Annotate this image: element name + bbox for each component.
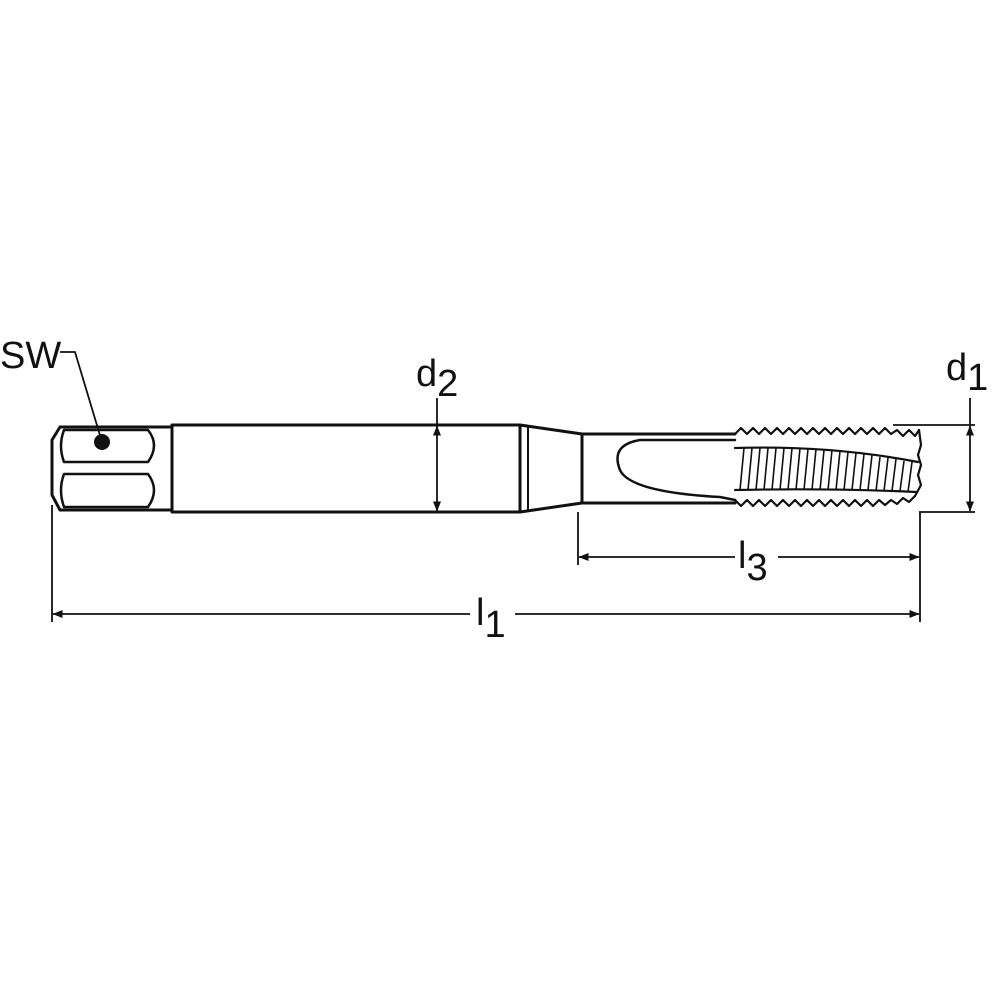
square-drive (50, 425, 174, 512)
sw-leader-line (60, 351, 103, 443)
l3-label-main: l (738, 535, 746, 577)
d2-label: d2 (416, 353, 458, 405)
thread-helix-upper (733, 446, 920, 464)
flute-body (580, 432, 737, 505)
thread-upper-crest (733, 426, 921, 438)
thread-lower-crest (733, 494, 917, 508)
neck-taper (518, 423, 584, 514)
flute-groove (616, 438, 737, 502)
sw-label: SW (0, 335, 61, 377)
d2-label-main: d (416, 353, 437, 395)
drive-flat-upper (59, 428, 156, 464)
d1-label-sub: 1 (967, 357, 988, 399)
d1-label-main: d (946, 347, 967, 389)
l1-label-sub: 1 (484, 604, 505, 646)
l3-label-sub: 3 (746, 547, 767, 589)
l1-label-main: l (476, 592, 484, 634)
thread-hatching (739, 447, 913, 493)
thread-helix-lower (733, 488, 918, 494)
l3-label: l3 (738, 535, 768, 589)
shank (170, 423, 522, 514)
l1-label: l1 (476, 592, 506, 646)
thread-tip (913, 428, 923, 498)
d2-label-sub: 2 (437, 363, 458, 405)
drive-flat-lower (59, 472, 156, 509)
d1-label: d1 (946, 347, 988, 399)
